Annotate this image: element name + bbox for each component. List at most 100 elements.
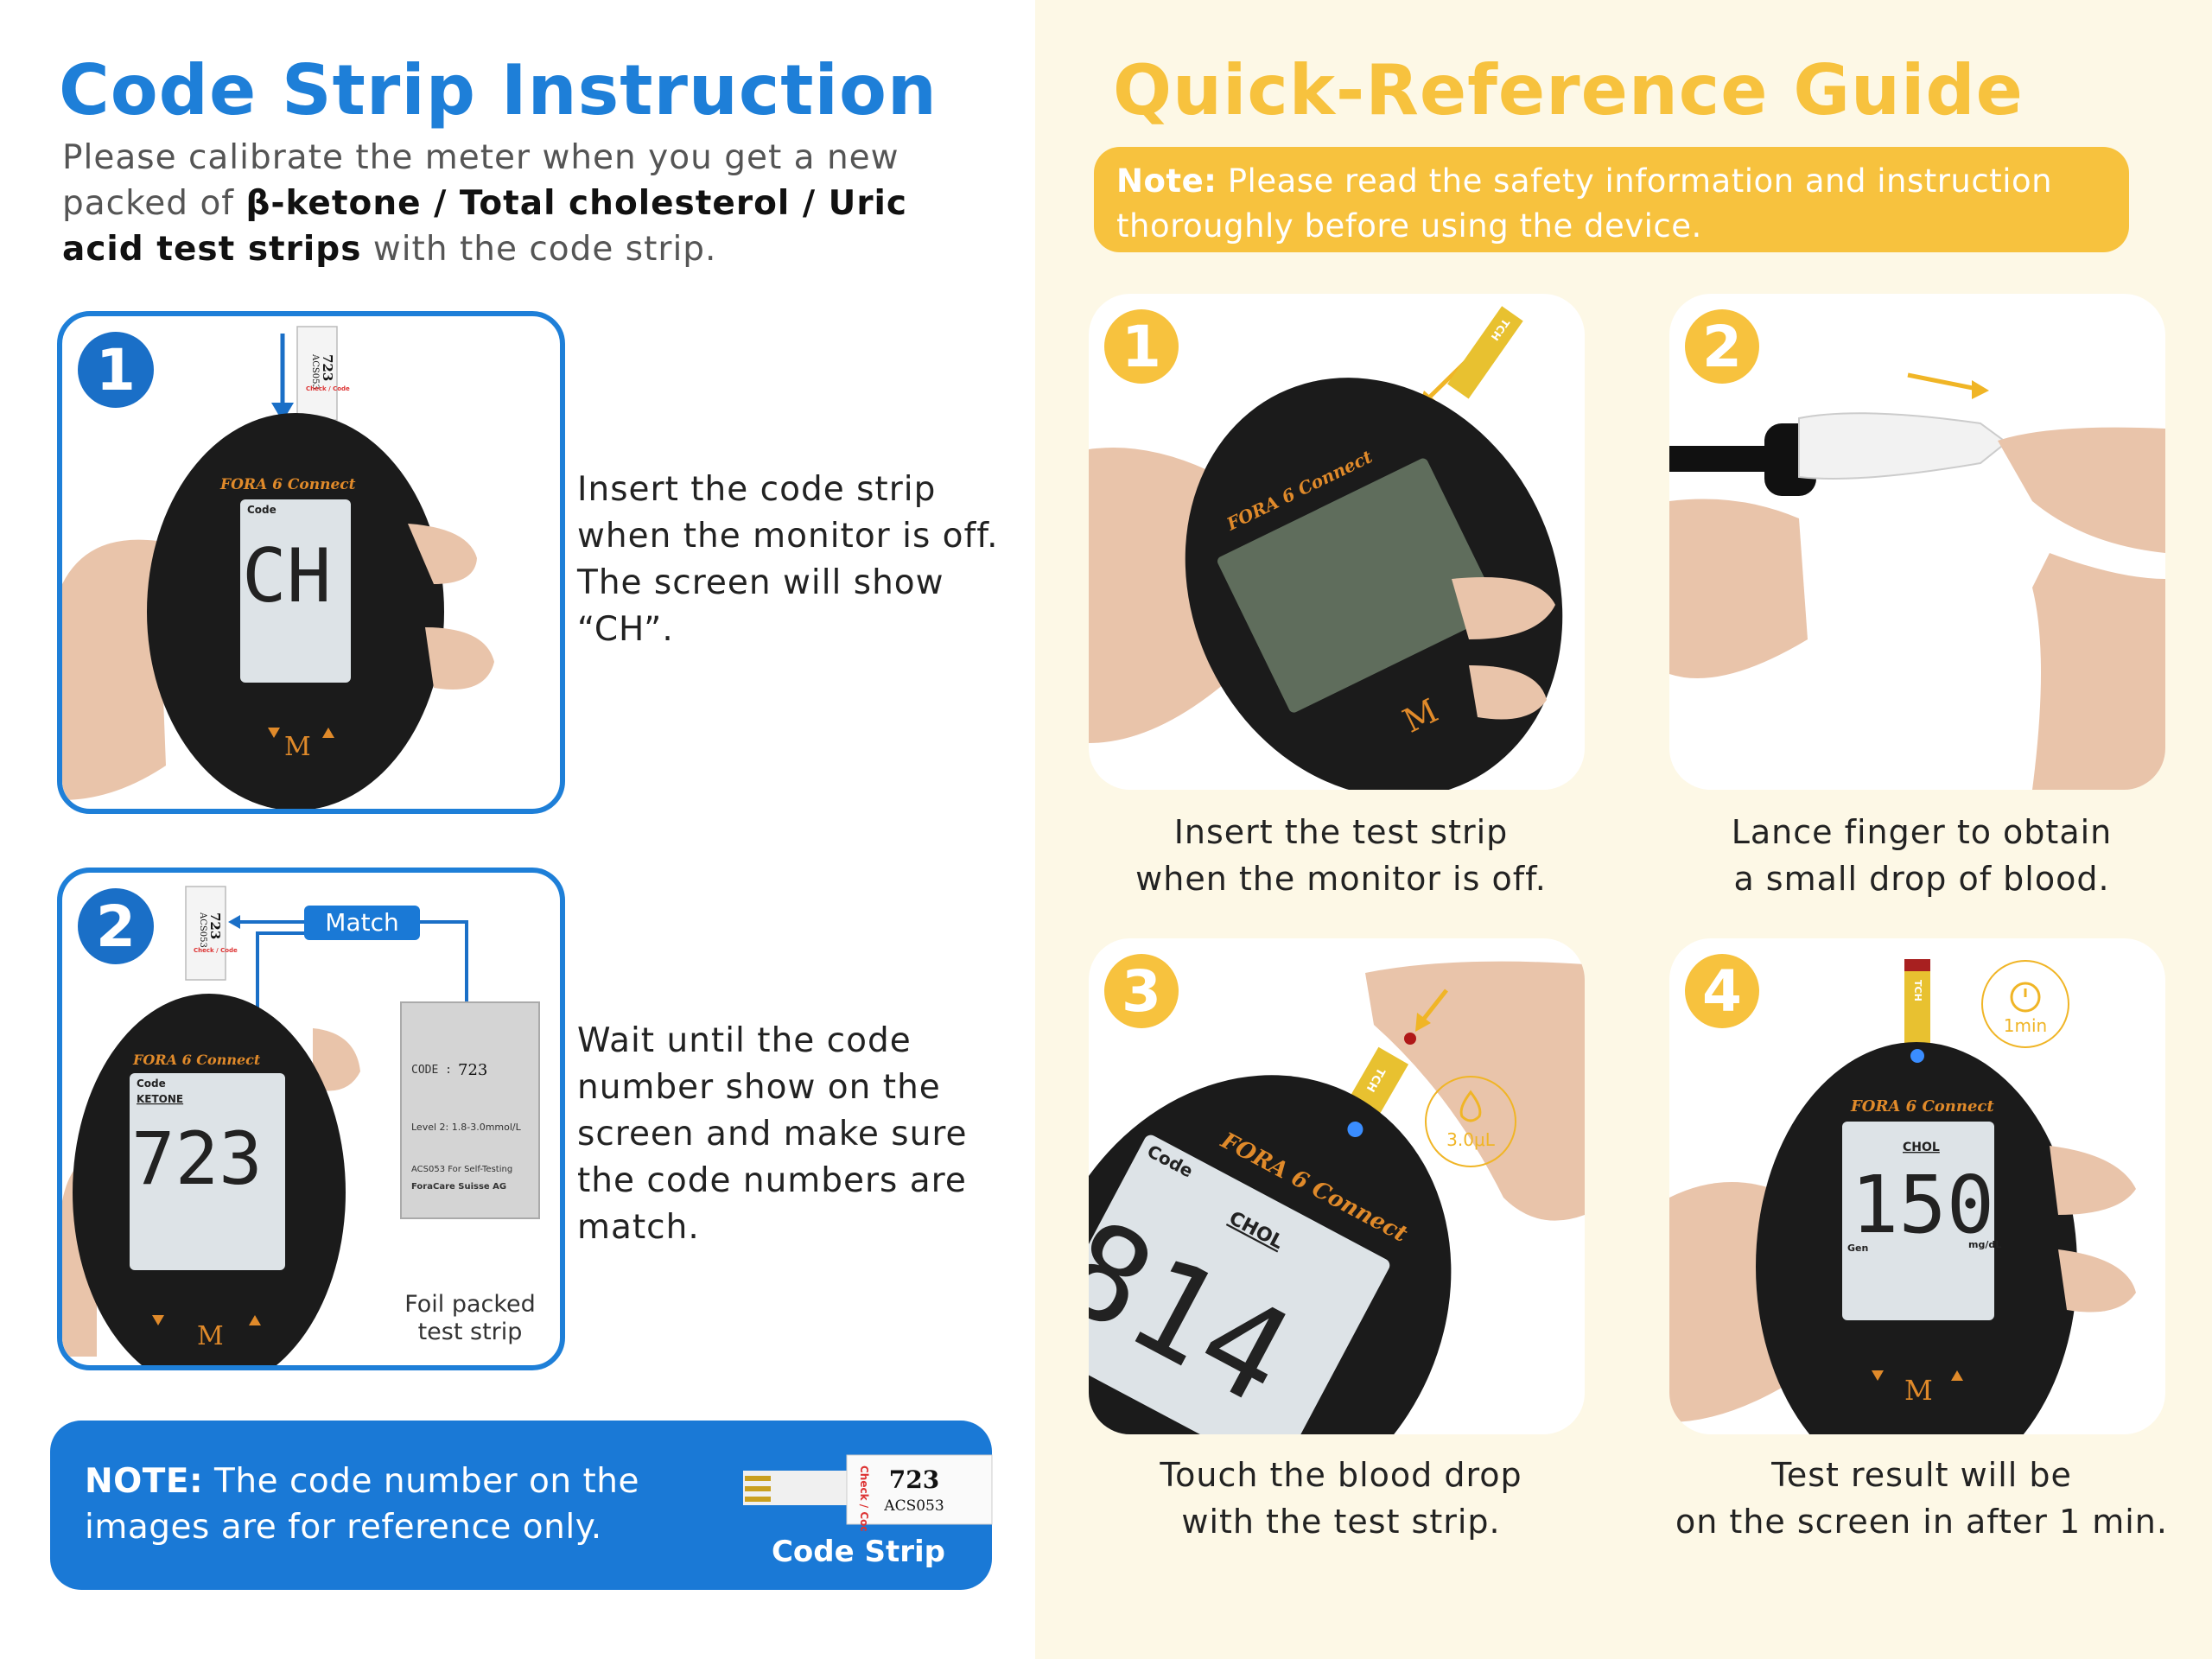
screen-code-value: 723 [131, 1116, 263, 1201]
code-note-box: NOTE: The code number on the images are … [50, 1421, 993, 1590]
hand-shape [2032, 553, 2165, 790]
match-badge [304, 906, 420, 940]
volume-circle [1425, 1076, 1516, 1167]
strip-code-number: 723 [889, 1465, 939, 1494]
insert-test-strip-illustration: TCH FORA 6 Connect M [1089, 306, 1563, 790]
direction-arrow-head [1415, 1013, 1431, 1032]
foil-product-label: ACS053 For Self-Testing [411, 1165, 512, 1174]
strip-text: TCH [1912, 980, 1923, 1001]
test-strip: TCH [1447, 306, 1523, 399]
volume-indicator: 3.0μL [1425, 1076, 1516, 1167]
strip-label [846, 1454, 993, 1525]
meter-code-match-illustration: 723 ACS053 Check / Code Match FORA 6 Con… [62, 886, 540, 1365]
test-result-illustration: TCH 1min FORA 6 Connect CHOL 150 mg/dL G… [1669, 959, 2136, 1434]
quick-step-2-card: 2 [1669, 294, 2165, 790]
code-strip-title: Code Strip Instruction [59, 50, 938, 130]
strip-body [1447, 306, 1523, 399]
screen-result-value: 150 [1851, 1159, 1994, 1251]
strip-check-label: Check / Code [194, 947, 238, 954]
quick-step-4-card: 4 TCH 1min FORA 6 Connect CHOL 150 mg/dL… [1669, 938, 2165, 1434]
match-arrow-head [228, 915, 240, 929]
strip-port-light [1910, 1049, 1924, 1063]
direction-arrow [1907, 372, 1978, 391]
finger-shape [1452, 577, 1555, 639]
finger-shape [2058, 1249, 2136, 1313]
step-2-badge: 2 [78, 888, 154, 964]
finger-shape [2050, 1146, 2136, 1215]
hand-shape [62, 539, 166, 800]
strip-check-label: Check / Code [306, 385, 350, 392]
volume-label: 3.0μL [1446, 1129, 1496, 1150]
up-button-icon [249, 1315, 261, 1325]
hand-shape [1669, 1182, 1782, 1422]
strip-blood-sample [1904, 959, 1930, 971]
direction-arrow-head [1972, 380, 1989, 399]
touch-blood-drop-illustration: TCH 3.0μL FORA 6 Connect Code CHOL 814 [1089, 961, 1585, 1434]
foil-code-label: CODE : [411, 1064, 452, 1077]
meter-brand-label: FORA 6 Connect [219, 476, 356, 493]
strip-lot-number: ACS053 [198, 912, 207, 948]
meter-group: FORA 6 Connect M [1185, 378, 1563, 790]
match-label: Match [325, 908, 398, 937]
strip-contact [745, 1497, 771, 1502]
code-strip [185, 886, 226, 981]
code-step-1-box: 1 723 ACS053 Check / Code FORA 6 Connect… [57, 311, 565, 814]
strip-port-light [1347, 1122, 1363, 1138]
meter-insert-code-illustration: 723 ACS053 Check / Code FORA 6 Connect C… [62, 326, 494, 809]
meter-brand-label: FORA 6 Connect [1850, 1097, 1994, 1116]
strip-contact [745, 1486, 771, 1491]
direction-arrow [1419, 988, 1448, 1025]
foil-maker-label: ForaCare Suisse AG [411, 1182, 506, 1192]
meter-group: FORA 6 Connect Code CHOL 814 [1089, 1075, 1452, 1434]
calibration-intro: Please calibrate the meter when you get … [62, 138, 908, 269]
meter-screen-off [1217, 458, 1500, 713]
screen-unit-label: mg/dL [1968, 1239, 2001, 1250]
strip-check-label: Check / Code [858, 1465, 870, 1531]
timer-circle [1981, 960, 2069, 1048]
meter-screen [1842, 1122, 1994, 1320]
meter-screen [130, 1073, 285, 1270]
screen-ketone-label: KETONE [137, 1093, 183, 1105]
finger-shape [1998, 427, 2165, 553]
strip-code-number: 723 [207, 912, 223, 939]
step-1-badge: 1 [78, 332, 154, 408]
code-note-text: NOTE: The code number on the images are … [85, 1462, 640, 1547]
strip-contact [745, 1476, 771, 1481]
finger-shape [313, 1028, 360, 1091]
foil-code-value: 723 [458, 1061, 487, 1079]
strip-types: β-ketone / Total cholesterol / Uric acid… [62, 184, 908, 269]
quick-step-1-card: 1 TCH FORA 6 Connect M [1089, 294, 1585, 790]
insert-arrow-head [271, 403, 294, 422]
meter-m-button: M [284, 732, 311, 762]
finger-shape [425, 627, 494, 690]
meter-m-button: M [197, 1321, 224, 1351]
quick-reference-title: Quick-Reference Guide [1113, 50, 2024, 130]
lance-finger-illustration [1669, 372, 2165, 790]
strip-lot-number: ACS053 [883, 1497, 944, 1515]
quick-step-2-badge: 2 [1685, 309, 1759, 384]
safety-note: Note: Please read the safety information… [1094, 147, 2129, 252]
screen-chol-label: CHOL [1903, 1141, 1940, 1154]
meter-screen [240, 499, 351, 683]
code-strip-panel: Code Strip Instruction Please calibrate … [0, 0, 1035, 1659]
foil-caption: test strip [418, 1319, 523, 1345]
foil-level-label: Level 2: 1.8-3.0mmol/L [411, 1122, 522, 1133]
timer-indicator: 1min [1981, 960, 2069, 1048]
screen-code-label: Code [137, 1077, 166, 1090]
meter-brand-label: FORA 6 Connect [132, 1052, 261, 1068]
droplet-icon [1459, 1090, 1482, 1122]
foil-caption: Foil packed [404, 1291, 536, 1318]
strip-code-number: 723 [320, 354, 335, 381]
test-strip [1904, 959, 1930, 1054]
lancing-device-body [1669, 446, 1782, 472]
finger-shape [408, 524, 477, 584]
code-strip-label: Code Strip [771, 1535, 946, 1569]
screen-code-label: Code [247, 504, 276, 516]
strip-lot-number: ACS053 [310, 353, 320, 390]
screen-ch-value: CH [242, 533, 332, 620]
quick-step-1-badge: 1 [1104, 309, 1179, 384]
finger-shape [1469, 665, 1547, 720]
